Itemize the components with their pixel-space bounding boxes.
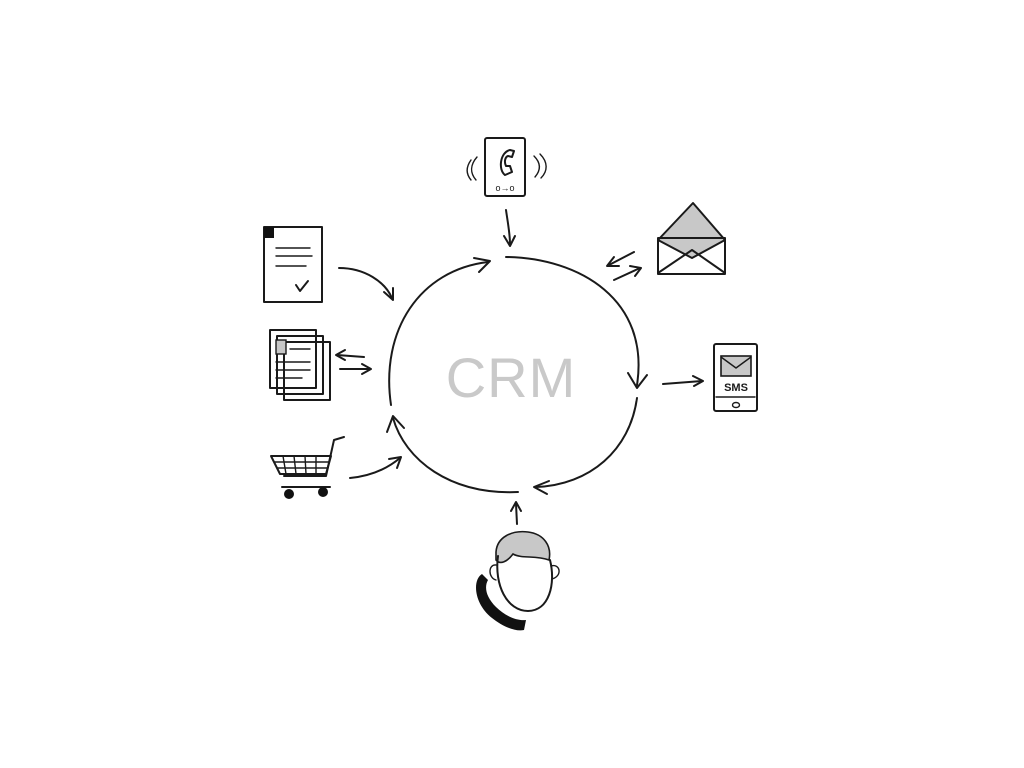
- sms-text-label: SMS: [724, 382, 748, 394]
- envelope-arrowhead-in: [606, 256, 620, 267]
- stack-arrowhead-out: [335, 349, 346, 361]
- cycle-arc-bottom-left: [392, 417, 519, 494]
- cycle-arc-bottom-right: [535, 397, 638, 488]
- agent-hair: [495, 530, 551, 564]
- envelope-arrow-in: [608, 251, 635, 266]
- cart-wheel-right: [318, 487, 328, 497]
- cart-wheel-left: [284, 489, 294, 499]
- sms-home-button: [731, 401, 741, 409]
- stack-photo: [275, 339, 287, 355]
- agent-ear-right: [550, 564, 560, 580]
- stack-sheet-front: [269, 329, 317, 389]
- cart-grid-v2: [293, 455, 297, 475]
- stack-arrowhead-in: [361, 363, 372, 375]
- handset-glyph: [499, 149, 515, 176]
- cart-to-cycle-arrow: [349, 457, 401, 479]
- document-stack-icon: [269, 329, 372, 401]
- cart-grid-v1: [282, 455, 287, 475]
- cycle-arrowhead-bottom: [533, 480, 550, 495]
- cycle-arrowhead-left: [386, 415, 405, 433]
- shopping-cart-icon: [270, 436, 402, 499]
- document-sheet: [263, 226, 323, 303]
- signed-document-icon: [263, 226, 394, 303]
- envelope-arrowhead-out: [629, 265, 642, 277]
- checkmark-icon: [295, 280, 309, 292]
- ring-wave-right-1: [533, 155, 541, 178]
- sms-phone-body: [713, 343, 758, 412]
- phone-body: [484, 137, 526, 197]
- phone-arrowhead: [503, 235, 516, 247]
- sms-envelope-fold: [720, 356, 752, 369]
- cart-grid-v3: [304, 455, 307, 475]
- agent-to-cycle-arrow: [515, 503, 518, 525]
- ring-wave-right-2: [539, 153, 547, 179]
- envelope-fold: [657, 249, 726, 274]
- envelope-arrow-out: [613, 267, 641, 281]
- sms-arrowhead: [692, 375, 704, 387]
- cycle-to-sms-arrow: [662, 380, 703, 385]
- sms-envelope: [720, 355, 752, 377]
- cycle-arrowhead-top: [473, 257, 491, 273]
- crm-center-label: CRM: [446, 346, 577, 409]
- agent-face: [496, 555, 554, 612]
- phone-screen-label: o→o: [495, 183, 514, 193]
- cart-basket: [270, 455, 332, 475]
- cycle-arc-right: [505, 256, 640, 386]
- stack-sheet-middle: [276, 335, 324, 395]
- cart-arrowhead: [388, 456, 402, 469]
- envelope-body: [657, 237, 726, 275]
- cycle-arrowhead-right: [627, 372, 648, 389]
- document-corner-mark: [264, 227, 274, 238]
- document-arrowhead: [383, 287, 394, 301]
- stack-arrow-out: [336, 354, 365, 358]
- ringing-phone-icon: o→o: [466, 137, 547, 247]
- ring-wave-left-1: [470, 156, 478, 181]
- sms-phone-icon: SMS: [662, 343, 758, 412]
- ring-wave-left-2: [466, 159, 472, 181]
- document-to-cycle-arrow: [338, 267, 393, 299]
- phone-to-cycle-arrow: [505, 209, 511, 245]
- crm-cycle-loop: [386, 256, 648, 495]
- agent-arrowhead: [510, 501, 522, 512]
- agent-handset: [476, 574, 526, 631]
- envelope-icon: [606, 202, 726, 281]
- cycle-arc-top-left: [388, 261, 489, 406]
- agent-ear-left: [489, 564, 497, 581]
- call-center-agent-icon: [476, 501, 560, 631]
